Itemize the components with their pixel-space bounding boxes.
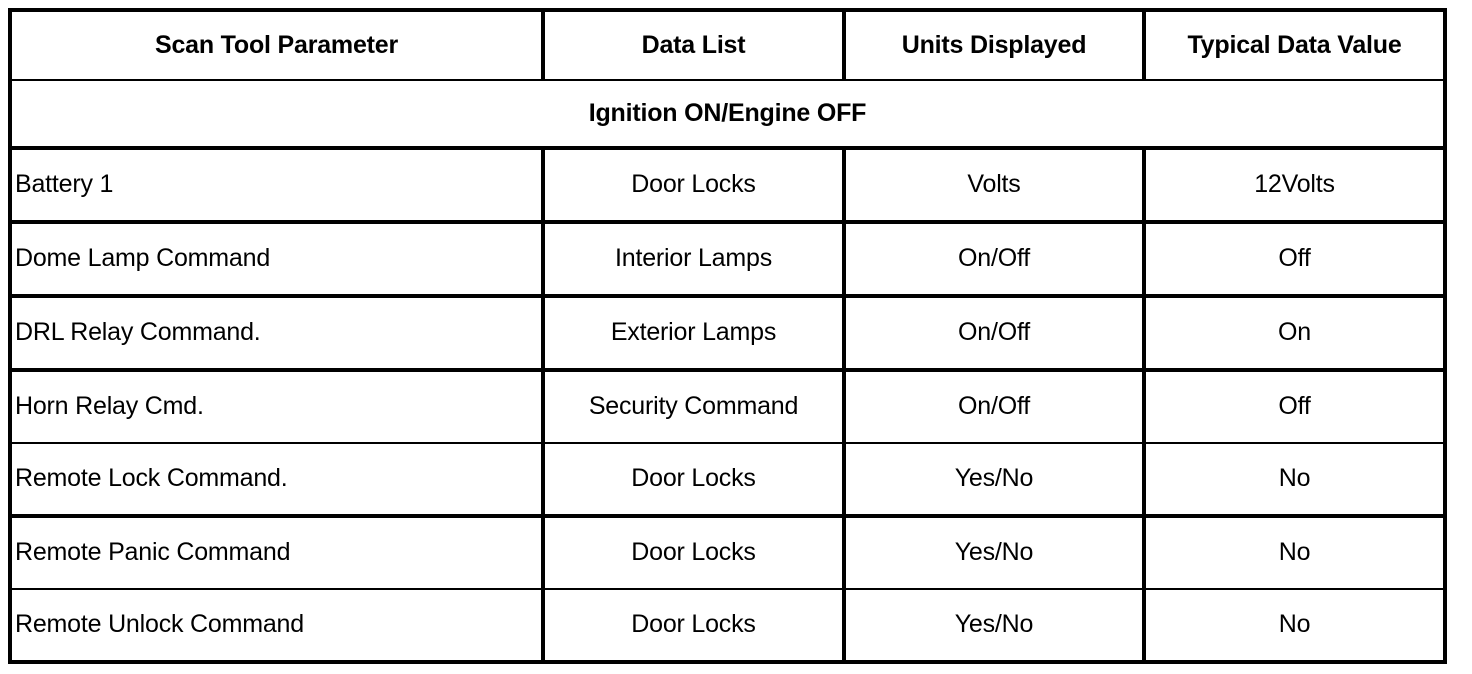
cell-data-list: Door Locks	[541, 442, 846, 517]
header-row: Scan Tool Parameter Data List Units Disp…	[8, 8, 1447, 81]
scan-tool-parameter-table: Scan Tool Parameter Data List Units Disp…	[8, 8, 1447, 664]
cell-units: On/Off	[842, 294, 1146, 371]
cell-units: On/Off	[842, 368, 1146, 444]
cell-typical: On	[1142, 294, 1447, 371]
cell-data-list: Interior Lamps	[541, 221, 846, 297]
cell-typical: 12Volts	[1142, 147, 1447, 224]
cell-data-list: Door Locks	[541, 147, 846, 224]
column-header-data-list: Data List	[541, 8, 846, 81]
cell-typical: No	[1142, 514, 1447, 590]
section-band-row: Ignition ON/Engine OFF	[8, 79, 1447, 150]
table-row: Dome Lamp Command Interior Lamps On/Off …	[8, 221, 1447, 297]
cell-parameter: Battery 1	[8, 147, 545, 224]
cell-parameter: Remote Unlock Command	[8, 588, 545, 664]
column-header-typical-data-value: Typical Data Value	[1142, 8, 1447, 81]
cell-units: Volts	[842, 147, 1146, 224]
column-header-parameter: Scan Tool Parameter	[8, 8, 545, 81]
cell-typical: Off	[1142, 221, 1447, 297]
cell-parameter: Remote Panic Command	[8, 514, 545, 590]
cell-typical: No	[1142, 442, 1447, 517]
table-row: Remote Unlock Command Door Locks Yes/No …	[8, 588, 1447, 664]
cell-data-list: Exterior Lamps	[541, 294, 846, 371]
section-band-label: Ignition ON/Engine OFF	[8, 79, 1447, 150]
table-row: Horn Relay Cmd. Security Command On/Off …	[8, 368, 1447, 444]
cell-units: On/Off	[842, 221, 1146, 297]
cell-parameter: Horn Relay Cmd.	[8, 368, 545, 444]
cell-data-list: Door Locks	[541, 514, 846, 590]
table-row: Battery 1 Door Locks Volts 12Volts	[8, 147, 1447, 224]
cell-typical: No	[1142, 588, 1447, 664]
table-row: Remote Panic Command Door Locks Yes/No N…	[8, 514, 1447, 590]
cell-data-list: Security Command	[541, 368, 846, 444]
table-row: DRL Relay Command. Exterior Lamps On/Off…	[8, 294, 1447, 371]
column-header-units-displayed: Units Displayed	[842, 8, 1146, 81]
cell-units: Yes/No	[842, 588, 1146, 664]
table-header: Scan Tool Parameter Data List Units Disp…	[8, 8, 1447, 81]
table-row: Remote Lock Command. Door Locks Yes/No N…	[8, 442, 1447, 517]
cell-parameter: Dome Lamp Command	[8, 221, 545, 297]
cell-parameter: Remote Lock Command.	[8, 442, 545, 517]
cell-units: Yes/No	[842, 442, 1146, 517]
cell-data-list: Door Locks	[541, 588, 846, 664]
cell-typical: Off	[1142, 368, 1447, 444]
cell-parameter: DRL Relay Command.	[8, 294, 545, 371]
table-body: Ignition ON/Engine OFF Battery 1 Door Lo…	[8, 79, 1447, 664]
cell-units: Yes/No	[842, 514, 1146, 590]
